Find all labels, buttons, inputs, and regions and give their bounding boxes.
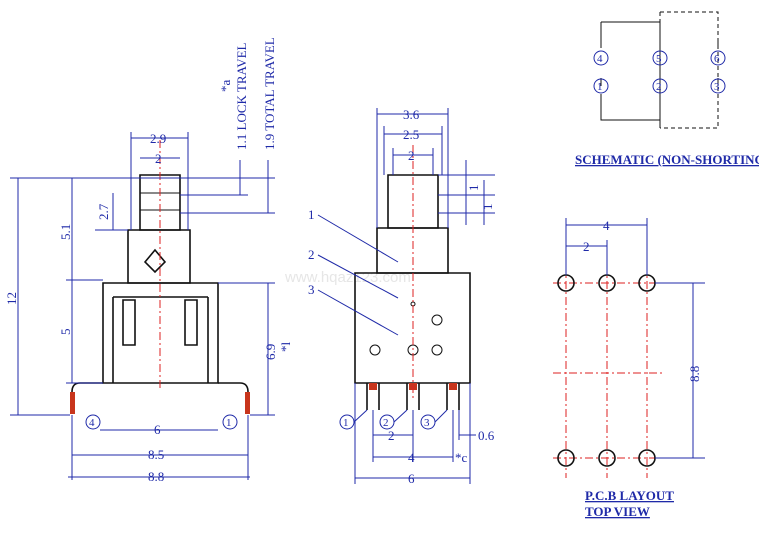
schematic-caption: SCHEMATIC (NON-SHORTING) — [575, 152, 759, 167]
side-view: 2.9 2 1.1 LOCK TRAVEL 1.9 TOTAL TRAVEL *… — [4, 37, 293, 484]
front-dim-1a: 1 — [466, 185, 481, 192]
side-pin-1-circle — [222, 414, 238, 430]
front-dim-4: 4 — [408, 450, 415, 465]
front-plunger — [376, 227, 449, 274]
front-pin-1: 1 — [343, 417, 349, 429]
schematic-dashed — [659, 11, 719, 129]
dim-6-9: 6.9 — [263, 344, 278, 360]
front-view: 1 2 3 3.6 2.5 2 1 1 1 2 3 — [308, 107, 495, 486]
pcb-dim-8-8: 8.8 — [687, 366, 702, 382]
front-button — [387, 174, 439, 229]
dim-2: 2 — [155, 151, 162, 166]
hole-d — [431, 344, 443, 356]
side-pin-1: 1 — [226, 417, 232, 429]
dim-12: 12 — [4, 292, 19, 305]
side-plunger — [127, 229, 191, 284]
pcb-dim-4: 4 — [603, 218, 610, 233]
lock-travel: 1.1 LOCK TRAVEL — [234, 42, 249, 150]
side-pin-4-circle — [85, 414, 101, 430]
dim-8-8: 8.8 — [148, 469, 164, 484]
hole-b — [369, 344, 381, 356]
pcb-layout: 4 2 8.8 P.C.B LAYOUT TOP VIEW — [553, 218, 705, 519]
callout-3: 3 — [308, 282, 315, 297]
schem-pin-1: 1 — [597, 81, 603, 93]
front-dim-0-6: 0.6 — [478, 428, 495, 443]
side-leg-tips — [70, 392, 250, 414]
schematic: 4 5 6 1 2 3 SCHEMATIC (NON-SHORTING) — [575, 11, 759, 167]
dim-5-1: 5.1 — [58, 224, 73, 240]
schem-pin-3: 3 — [714, 81, 720, 93]
pcb-caption-2: TOP VIEW — [585, 504, 650, 519]
front-pins — [366, 383, 460, 410]
dim-6: 6 — [154, 422, 161, 437]
schematic-wires — [600, 21, 661, 128]
hole-a — [431, 314, 443, 326]
front-dim-2: 2 — [408, 148, 415, 163]
schem-pin-6: 6 — [714, 53, 720, 65]
front-dim-3-6: 3.6 — [403, 107, 420, 122]
dim-2-9: 2.9 — [150, 131, 166, 146]
side-button — [139, 174, 181, 231]
total-travel: 1.9 TOTAL TRAVEL — [262, 37, 277, 150]
callout-2: 2 — [308, 247, 315, 262]
front-dim-1b: 1 — [480, 204, 495, 211]
front-dim-6: 6 — [408, 471, 415, 486]
side-heart-cam — [143, 248, 167, 274]
callout-1: 1 — [308, 207, 315, 222]
side-slots — [122, 299, 198, 346]
star-a: *a — [218, 80, 233, 93]
star-l: *l — [278, 342, 293, 353]
front-dim-2-5: 2.5 — [403, 127, 419, 142]
schem-pin-5: 5 — [656, 53, 662, 65]
schem-pin-2: 2 — [656, 81, 662, 93]
front-dim-2b: 2 — [388, 428, 395, 443]
front-pin-3: 3 — [424, 417, 430, 429]
watermark: www.hqaz123.com — [284, 269, 411, 286]
dim-2-7: 2.7 — [96, 203, 111, 220]
pcb-dim-2: 2 — [583, 239, 590, 254]
side-pin-4: 4 — [89, 417, 95, 429]
schem-pin-4: 4 — [597, 53, 603, 65]
dim-5: 5 — [58, 329, 73, 336]
dim-8-5: 8.5 — [148, 447, 164, 462]
star-c: *c — [455, 450, 468, 465]
pcb-caption-1: P.C.B LAYOUT — [585, 488, 674, 503]
front-pin-2: 2 — [383, 417, 389, 429]
